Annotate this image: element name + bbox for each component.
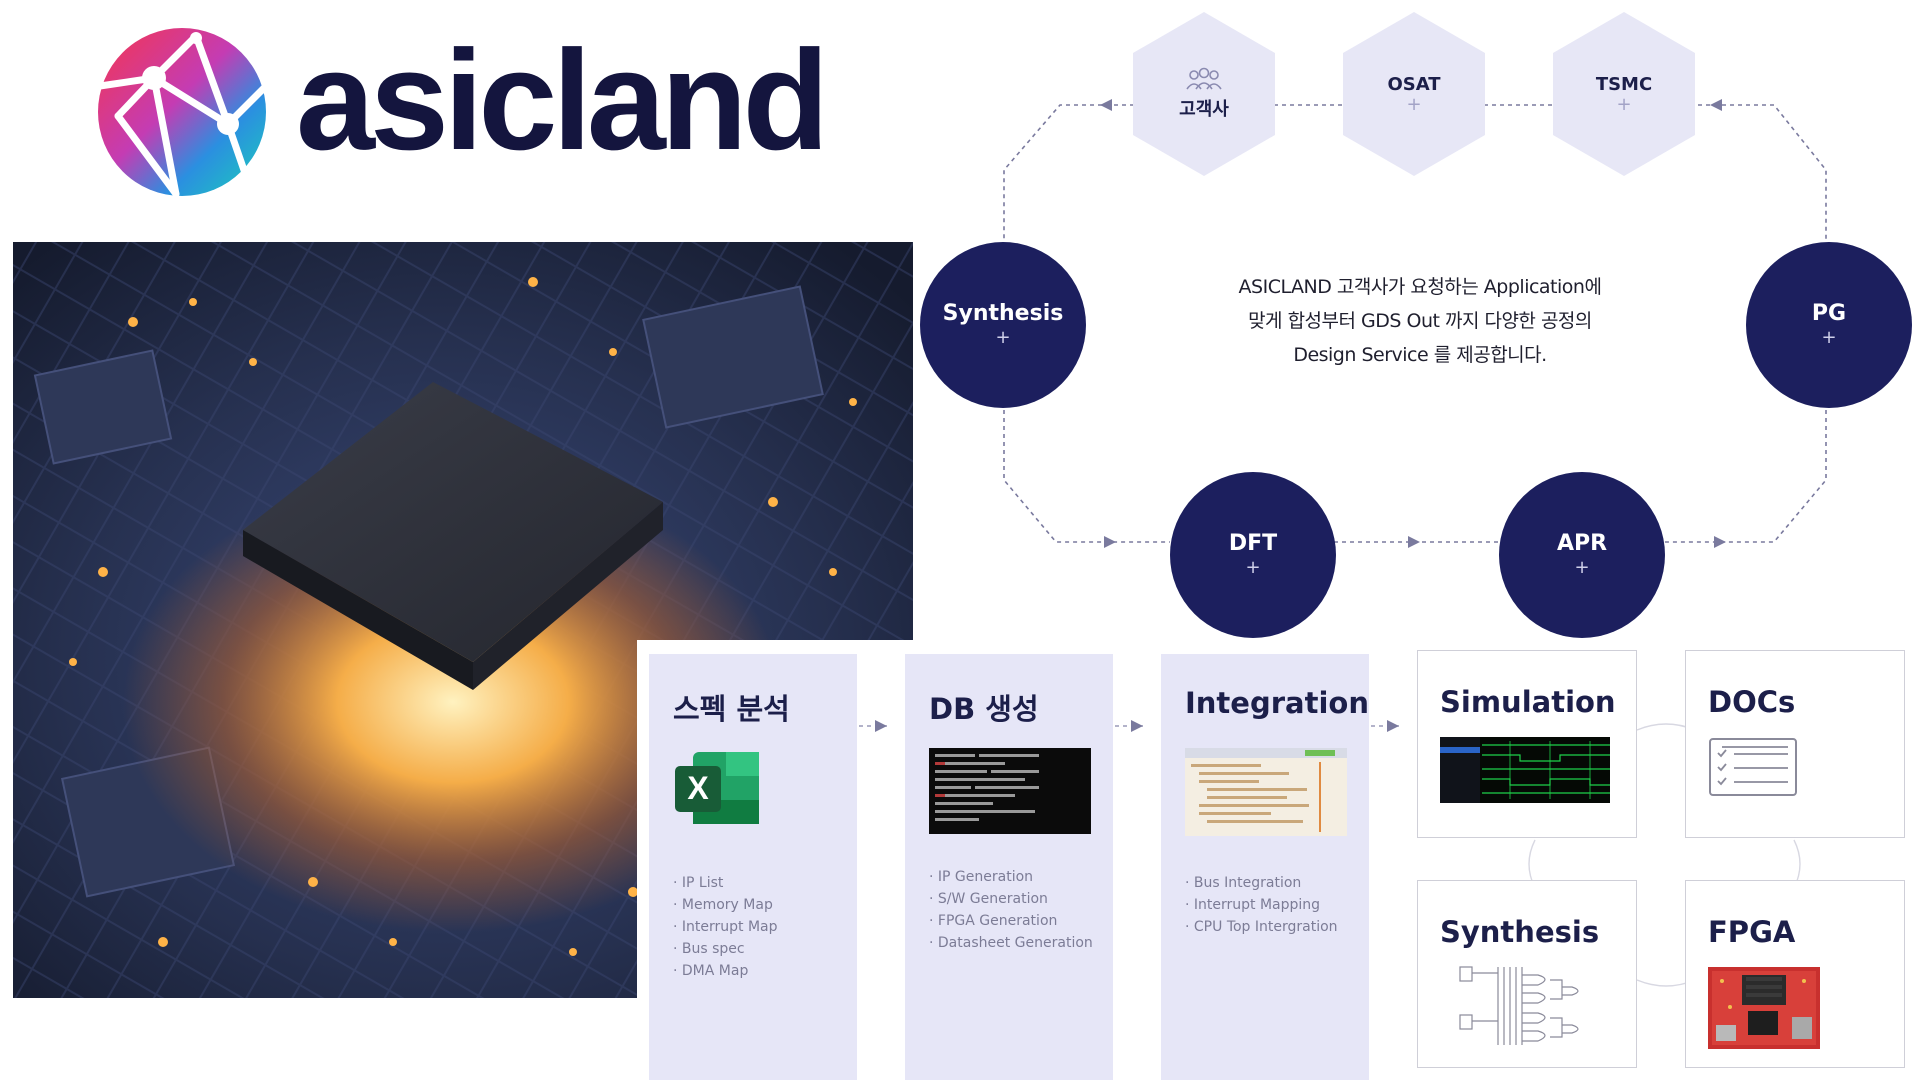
step-title: DB 생성 <box>929 692 1039 726</box>
step-items: Bus Integration Interrupt Mapping CPU To… <box>1185 872 1338 938</box>
node-label: DFT <box>1228 530 1278 556</box>
service-description: ASICLAND 고객사가 요청하는 Application에 맞게 합성부터 … <box>1150 270 1690 372</box>
list-item: CPU Top Intergration <box>1185 916 1338 938</box>
plus-icon: + <box>1574 556 1590 578</box>
list-item: Memory Map <box>673 894 778 916</box>
node-pg[interactable]: PG + <box>1746 242 1912 408</box>
output-simulation[interactable]: Simulation <box>1417 650 1637 838</box>
list-item: IP List <box>673 872 778 894</box>
output-fpga[interactable]: FPGA <box>1685 880 1905 1068</box>
excel-icon: X <box>675 752 759 824</box>
description-line: 맞게 합성부터 GDS Out 까지 다양한 공정의 <box>1248 310 1592 332</box>
node-label: PG <box>1811 300 1847 326</box>
arrow-right <box>1104 536 1116 548</box>
card-title: DOCs <box>1708 685 1796 719</box>
node-label: Synthesis <box>942 300 1064 326</box>
plus-icon: + <box>1616 93 1632 115</box>
step-db-generation: DB 생성 IP Generation S/W Generation FPGA … <box>905 654 1113 1080</box>
arrow-right <box>1387 720 1399 732</box>
partner-label: TSMC <box>1595 73 1653 95</box>
list-item: Datasheet Generation <box>929 932 1093 954</box>
plus-icon: + <box>995 326 1011 348</box>
list-item: Bus Integration <box>1185 872 1338 894</box>
arrow-right <box>1408 536 1420 548</box>
node-apr[interactable]: APR + <box>1499 472 1665 638</box>
partner-tsmc[interactable]: TSMC + <box>1553 12 1695 176</box>
arrow-left <box>1710 99 1722 111</box>
brand-wordmark: asicland <box>296 21 829 180</box>
list-item: DMA Map <box>673 960 778 982</box>
arrow-right <box>875 720 887 732</box>
process-panel: 스펙 분석 X IP List Memory Map Interrupt Map… <box>637 640 1920 1080</box>
step-spec-analysis: 스펙 분석 X IP List Memory Map Interrupt Map… <box>649 654 857 1080</box>
people-icon <box>1186 67 1222 90</box>
plus-icon: + <box>1406 93 1422 115</box>
partner-label: OSAT <box>1387 73 1441 95</box>
node-label: APR <box>1556 530 1608 556</box>
description-line: ASICLAND 고객사가 요청하는 Application에 <box>1238 276 1602 298</box>
step-items: IP Generation S/W Generation FPGA Genera… <box>929 866 1093 954</box>
plus-icon: + <box>1821 326 1837 348</box>
node-dft[interactable]: DFT + <box>1170 472 1336 638</box>
plus-icon: + <box>1245 556 1261 578</box>
card-title: Simulation <box>1440 685 1616 719</box>
description-line: Design Service 를 제공합니다. <box>1293 344 1547 366</box>
partner-customer[interactable]: 고객사 <box>1133 12 1275 176</box>
card-title: Synthesis <box>1440 915 1600 949</box>
list-item: IP Generation <box>929 866 1093 888</box>
list-item: Bus spec <box>673 938 778 960</box>
partner-osat[interactable]: OSAT + <box>1343 12 1485 176</box>
waveform-screenshot <box>1440 737 1610 803</box>
step-title: Integration <box>1185 686 1369 720</box>
terminal-screenshot <box>929 748 1091 834</box>
arrow-right <box>1714 536 1726 548</box>
list-item: FPGA Generation <box>929 910 1093 932</box>
svg-text:X: X <box>687 770 709 806</box>
node-synthesis[interactable]: Synthesis + <box>920 242 1086 408</box>
list-item: Interrupt Mapping <box>1185 894 1338 916</box>
globe-logo-icon <box>96 28 268 198</box>
list-item: S/W Generation <box>929 888 1093 910</box>
step-integration: Integration Bus Integration Interrupt Ma… <box>1161 654 1369 1080</box>
arrow-left <box>1100 99 1112 111</box>
output-docs[interactable]: DOCs <box>1685 650 1905 838</box>
partner-label: 고객사 <box>1179 99 1229 120</box>
logic-gate-schematic <box>1459 966 1579 1045</box>
step-items: IP List Memory Map Interrupt Map Bus spe… <box>673 872 778 982</box>
output-synthesis[interactable]: Synthesis <box>1417 880 1637 1068</box>
brand-logo[interactable]: asicland <box>96 22 836 202</box>
editor-screenshot <box>1185 748 1347 836</box>
arrow-right <box>1131 720 1143 732</box>
card-title: FPGA <box>1708 915 1796 949</box>
step-title: 스펙 분석 <box>673 692 790 726</box>
checklist-doc-icon <box>1709 738 1797 796</box>
list-item: Interrupt Map <box>673 916 778 938</box>
fpga-board-photo <box>1708 967 1820 1049</box>
